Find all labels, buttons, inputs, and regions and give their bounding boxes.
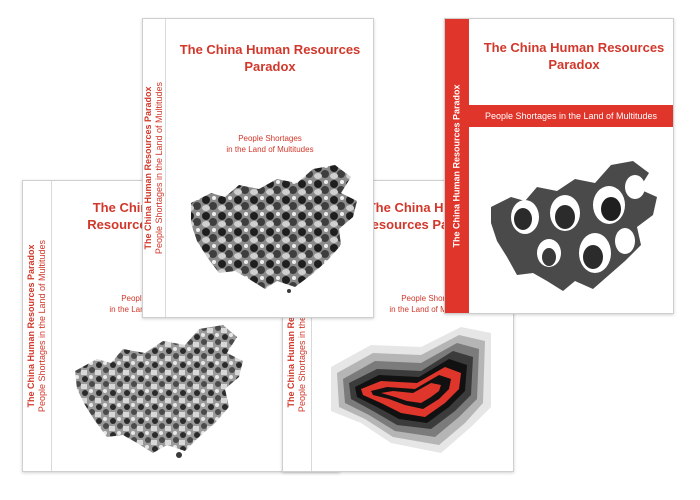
cover-3-subtitle-line1: People Shortages	[401, 294, 465, 303]
cover-2: The China Human Resources Paradox People…	[142, 18, 374, 318]
cover-1-spine: The China Human Resources Paradox People…	[23, 181, 51, 471]
cover-4-subtitle-band: People Shortages in the Land of Multitud…	[469, 105, 673, 127]
cover-2-subtitle-line2: in the Land of Multitudes	[226, 145, 314, 154]
cover-3-subtitle-line2: in the Land of Multitudes	[389, 305, 477, 314]
cover-1-spine-text: The China Human Resources Paradox People…	[26, 240, 48, 412]
cover-1-spine-title: The China Human Resources Paradox	[26, 244, 36, 408]
cover-1-spine-divider	[51, 181, 52, 471]
cover-4-title: The China Human Resources Paradox	[483, 40, 665, 72]
cover-4-spine-text: The China Human Resources Paradox	[452, 84, 463, 247]
cover-2-spine-text: The China Human Resources Paradox People…	[143, 82, 165, 254]
cover-4-subtitle: People Shortages in the Land of Multitud…	[484, 111, 658, 121]
cover-1-spine-subtitle: People Shortages in the Land of Multitud…	[37, 239, 47, 413]
cover-4: The China Human Resources Paradox The Ch…	[444, 18, 674, 314]
cover-2-spine-title: The China Human Resources Paradox	[143, 86, 153, 250]
cover-2-spine: The China Human Resources Paradox People…	[143, 19, 165, 317]
cover-2-subtitle: People Shortages in the Land of Multitud…	[195, 133, 345, 155]
cover-4-spine-title: The China Human Resources Paradox	[451, 84, 462, 248]
cover-2-spine-divider	[165, 19, 166, 317]
cover-3-spine-divider	[311, 181, 312, 471]
cover-4-map-art	[491, 161, 657, 291]
cover-3-subtitle: People Shortages in the Land of Multitud…	[363, 293, 503, 315]
cover-4-spine: The China Human Resources Paradox	[445, 19, 469, 313]
cover-3-map-art	[331, 327, 491, 453]
cover-2-title: The China Human Resources Paradox	[179, 42, 361, 74]
cover-2-map-art	[191, 165, 357, 293]
cover-1-map-art	[75, 325, 243, 458]
cover-2-spine-subtitle: People Shortages in the Land of Multitud…	[154, 81, 164, 255]
cover-2-subtitle-line1: People Shortages	[238, 134, 302, 143]
cover-3: The China Human Resources Paradox People…	[282, 180, 514, 472]
